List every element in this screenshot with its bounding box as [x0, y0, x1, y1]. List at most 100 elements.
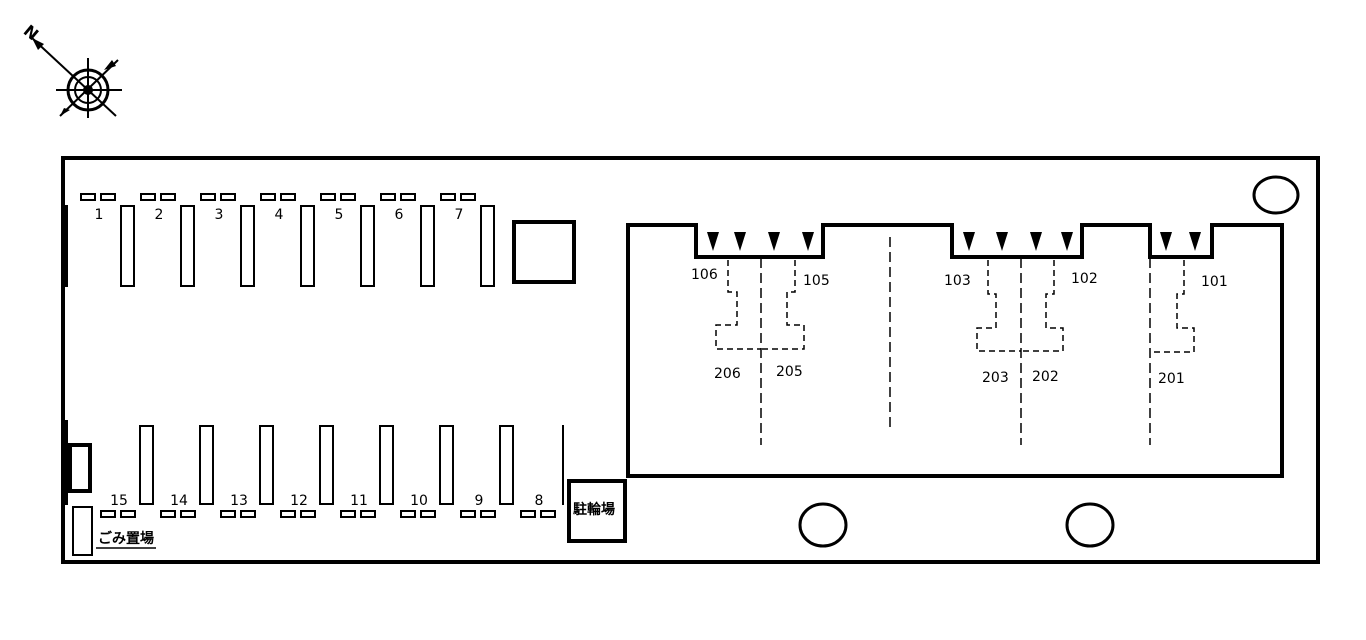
garbage-area: [72, 506, 93, 556]
wheel-stop: [100, 193, 116, 201]
wheel-stop: [240, 510, 256, 518]
north-label: N: [20, 21, 42, 44]
stall-divider: [300, 205, 315, 287]
parking-number-label: 10: [410, 493, 428, 509]
parking-stall: 7: [440, 193, 495, 287]
wheel-stop: [540, 510, 556, 518]
wheel-stop: [320, 193, 336, 201]
parking-number-label: 13: [230, 493, 248, 509]
parking-number-label: 5: [335, 207, 344, 223]
bicycle-parking-label: 駐輪場: [573, 501, 615, 518]
wheel-stop: [120, 510, 136, 518]
parking-stall: 14: [160, 425, 214, 518]
garbage-area-label: ごみ置場: [98, 530, 154, 547]
parking-number-label: 6: [395, 207, 404, 223]
stair-outlines: [715, 260, 1195, 353]
stall-divider: [240, 205, 255, 287]
wheel-stop: [260, 193, 276, 201]
parking-number-label: 7: [455, 207, 464, 223]
wheel-stop: [380, 193, 396, 201]
building-outline: [626, 223, 1284, 478]
parking-stall: 6: [380, 193, 435, 287]
parking-stall: 13: [220, 425, 274, 518]
parking-stall: 2: [140, 193, 195, 287]
wheel-stop: [160, 510, 176, 518]
unit-label-202: 202: [1032, 369, 1059, 385]
parking-stall: 5: [320, 193, 375, 287]
stall-divider: [379, 425, 394, 505]
wheel-stop: [400, 510, 416, 518]
unit-label-206: 206: [714, 366, 741, 382]
tree: [798, 502, 848, 548]
stall-divider: [319, 425, 334, 505]
stall-divider: [420, 205, 435, 287]
parking-stalls-top: 1 2 3 4 5 6 7: [80, 193, 495, 287]
parking-number-label: 12: [290, 493, 308, 509]
parking-number-label: 9: [475, 493, 484, 509]
wheel-stop: [220, 510, 236, 518]
wheel-stop: [140, 193, 156, 201]
wheel-stop: [180, 510, 196, 518]
wheel-stop: [80, 193, 96, 201]
tree: [1065, 502, 1115, 548]
unit-label-103: 103: [944, 273, 971, 289]
stall-divider: [499, 425, 514, 505]
wheel-stop: [460, 193, 476, 201]
stall-divider: [480, 205, 495, 287]
unit-label-102: 102: [1071, 271, 1098, 287]
parking-number-label: 4: [275, 207, 284, 223]
stall-divider: [360, 205, 375, 287]
wheel-stop: [440, 193, 456, 201]
compass-rose-icon: [31, 37, 122, 118]
parking-number-label: 11: [350, 493, 368, 509]
unit-label-105: 105: [803, 273, 830, 289]
parking-number-label: 15: [110, 493, 128, 509]
wheel-stop: [520, 510, 536, 518]
wheel-stop: [420, 510, 436, 518]
parking-stall: 12: [280, 425, 334, 518]
unit-label-101: 101: [1201, 274, 1228, 290]
wheel-stop: [300, 510, 316, 518]
parking-number-label: 1: [95, 207, 104, 223]
wheel-stop: [100, 510, 116, 518]
unit-label-203: 203: [982, 370, 1009, 386]
parking-number-label: 14: [170, 493, 188, 509]
garbage-bin: [68, 443, 92, 493]
wheel-stop: [160, 193, 176, 201]
wheel-stop: [340, 193, 356, 201]
wheel-stop: [280, 510, 296, 518]
stall-divider: [439, 425, 454, 505]
utility-box: [512, 220, 576, 284]
unit-dividers: [760, 237, 1151, 445]
parking-stall: 15: [100, 425, 154, 518]
wheel-stop: [200, 193, 216, 201]
parking-number-label: 2: [155, 207, 164, 223]
stall-divider: [199, 425, 214, 505]
site-boundary: [61, 156, 1320, 564]
wheel-stop: [460, 510, 476, 518]
stall-divider: [180, 205, 195, 287]
wheel-stop: [340, 510, 356, 518]
tree: [1252, 175, 1300, 215]
parking-stall: 11: [340, 425, 394, 518]
wheel-stop: [400, 193, 416, 201]
parking-stall: 8: [520, 493, 556, 518]
entrance-arrows: [707, 232, 1201, 251]
wheel-stop: [480, 510, 496, 518]
wheel-stop: [360, 510, 376, 518]
parking-stall: 10: [400, 425, 454, 518]
bicycle-parking: [567, 479, 627, 543]
parking-number-label: 3: [215, 207, 224, 223]
parking-stall: 4: [260, 193, 315, 287]
stall-divider: [120, 205, 135, 287]
unit-label-205: 205: [776, 364, 803, 380]
parking-stall: 9: [460, 425, 514, 518]
parking-stall: 3: [200, 193, 255, 287]
parking-stalls-bottom: 15 14 13 12 11 10 9 8: [100, 425, 556, 518]
wheel-stop: [280, 193, 296, 201]
parking-number-label: 8: [535, 493, 544, 509]
stall-divider: [259, 425, 274, 505]
unit-label-201: 201: [1158, 371, 1185, 387]
unit-label-106: 106: [691, 267, 718, 283]
